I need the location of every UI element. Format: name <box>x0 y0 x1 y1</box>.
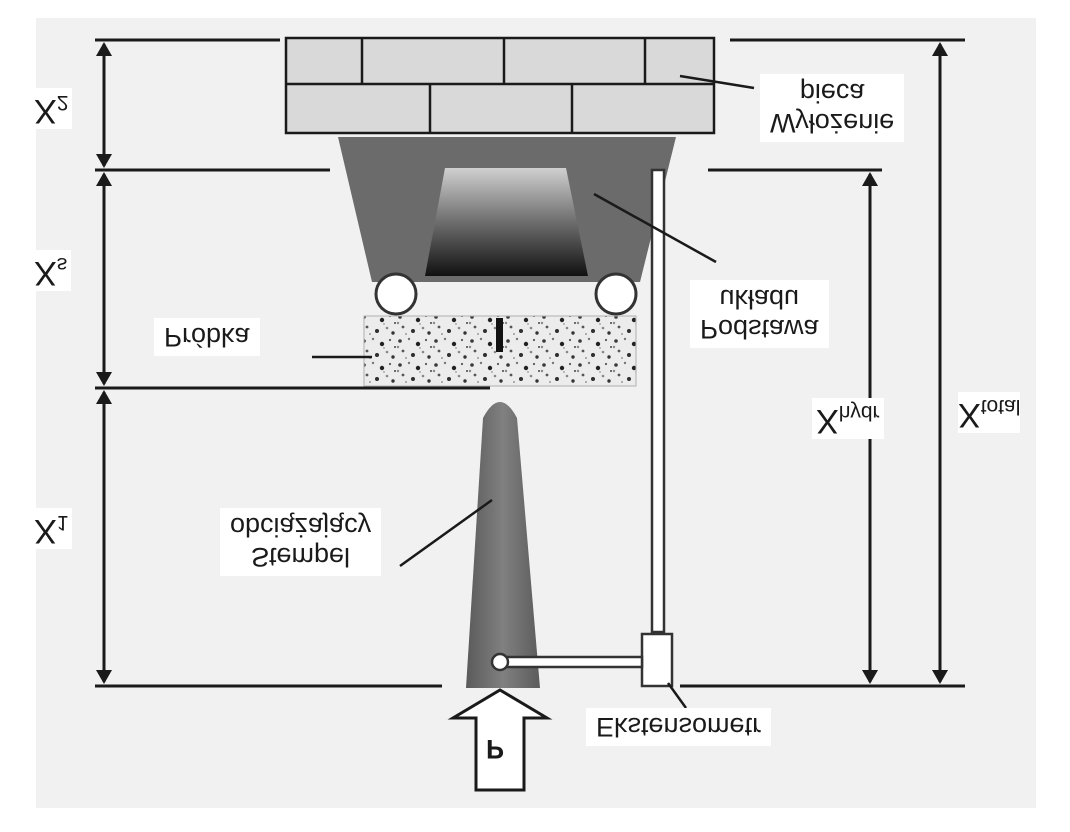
extensometer-body <box>640 632 674 688</box>
force-arrow <box>447 688 553 792</box>
sample-label: Próbka <box>154 318 260 356</box>
extensometer-rod <box>650 168 666 634</box>
dimension-label-x2: X2 <box>30 88 73 130</box>
dimension-label-xhydr-main: X <box>816 402 839 440</box>
force-label: P <box>486 734 505 764</box>
dimension-label-x2-main: X <box>34 92 57 130</box>
dimension-label-x1: X1 <box>30 508 73 550</box>
sample-notch <box>496 318 503 352</box>
extensometer-arm <box>504 655 644 669</box>
dimension-label-x1-sub: 1 <box>56 511 69 534</box>
furnace-lining-label-line1: Wyłożenie <box>770 108 895 138</box>
dimension-label-x2-sub: 2 <box>56 91 69 114</box>
roller-left <box>374 272 418 316</box>
punch-label: Stempel obciążający <box>220 508 382 576</box>
dimension-label-xs-main: X <box>34 254 57 292</box>
furnace-lining-label-line2: pieca <box>799 78 865 108</box>
dimension-label-xtotal: Xtotal <box>958 392 1021 434</box>
base-label-line2: układu <box>719 284 800 314</box>
dimension-label-xs: Xs <box>30 250 72 292</box>
dimension-label-xs-sub: s <box>56 253 68 276</box>
punch <box>466 402 540 688</box>
furnace-lining-label: Wyłożenie pieca <box>760 74 905 142</box>
roller-right <box>594 272 638 316</box>
base-label: Podstawa układu <box>690 280 829 348</box>
reference-lines <box>95 38 965 688</box>
dimension-label-xtotal-main: X <box>958 396 981 434</box>
furnace-lining-bricks <box>284 36 716 135</box>
dimension-label-xhydr: Xhydr <box>812 398 884 440</box>
dimension-label-xtotal-sub: total <box>980 395 1021 418</box>
punch-label-line1: Stempel <box>251 542 351 572</box>
extensometer-label: Ekstensometr <box>586 708 772 746</box>
dimension-label-xhydr-sub: hydr <box>838 401 880 424</box>
base-cavity <box>425 168 588 276</box>
leader-lines <box>312 74 755 709</box>
dimension-label-x1-main: X <box>34 512 57 550</box>
base-label-line1: Podstawa <box>700 314 819 344</box>
extensometer-pivot <box>490 652 510 672</box>
punch-label-line2: obciążający <box>230 512 372 542</box>
